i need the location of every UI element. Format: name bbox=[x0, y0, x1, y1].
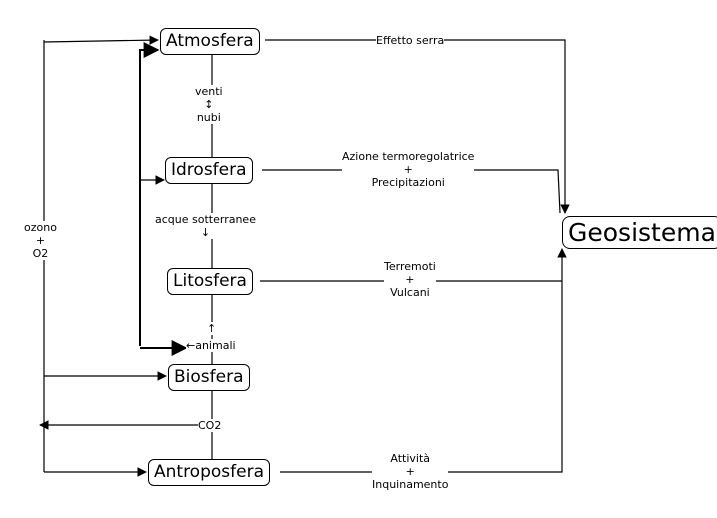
plus-sign: + bbox=[403, 163, 413, 176]
venti-label: venti bbox=[195, 85, 223, 98]
plus-sign: + bbox=[405, 465, 415, 478]
plus-sign: + bbox=[405, 273, 415, 286]
o2-label: O2 bbox=[32, 247, 49, 260]
attivita-label-group: Attività + Inquinamento bbox=[372, 452, 449, 491]
geosistema-node: Geosistema bbox=[562, 216, 717, 249]
venti-nubi-label-group: venti ↕ nubi bbox=[195, 85, 223, 124]
plus-sign: + bbox=[35, 234, 46, 247]
litosfera-node: Litosfera bbox=[167, 268, 253, 295]
terremoti-label: Terremoti bbox=[384, 260, 436, 273]
updown-arrow-icon: ↕ bbox=[204, 98, 214, 111]
up-arrow-icon: ↑ bbox=[207, 322, 217, 335]
ozono-to-atmosfera-line bbox=[43, 35, 159, 45]
inquinamento-label: Inquinamento bbox=[372, 478, 449, 491]
ozono-label-group: ozono + O2 bbox=[24, 221, 57, 260]
terremoti-label-group: Terremoti + Vulcani bbox=[384, 260, 436, 299]
attivita-label: Attività bbox=[390, 452, 431, 465]
animali-loop bbox=[139, 42, 160, 346]
atmosfera-node: Atmosfera bbox=[160, 28, 260, 55]
acque-label: acque sotterranee bbox=[155, 213, 256, 226]
nubi-label: nubi bbox=[196, 111, 221, 124]
down-arrow-icon: ↓ bbox=[200, 226, 211, 239]
precipitazioni-label: Precipitazioni bbox=[371, 176, 445, 189]
antroposfera-node: Antroposfera bbox=[148, 459, 270, 486]
biosfera-node: Biosfera bbox=[168, 364, 250, 391]
co2-label: CO2 bbox=[198, 419, 222, 432]
ozono-label: ozono bbox=[24, 221, 57, 234]
atmosfera-geo-line bbox=[265, 39, 570, 214]
idrosfera-node: Idrosfera bbox=[165, 157, 253, 184]
acque-label-group: acque sotterranee ↓ bbox=[155, 213, 256, 239]
azione-label-group: Azione termoregolatrice + Precipitazioni bbox=[342, 150, 475, 189]
animali-label: ←animali bbox=[186, 339, 236, 352]
vulcani-label: Vulcani bbox=[390, 286, 430, 299]
azione-label: Azione termoregolatrice bbox=[342, 150, 475, 163]
effetto-serra-label: Effetto serra bbox=[376, 34, 445, 47]
